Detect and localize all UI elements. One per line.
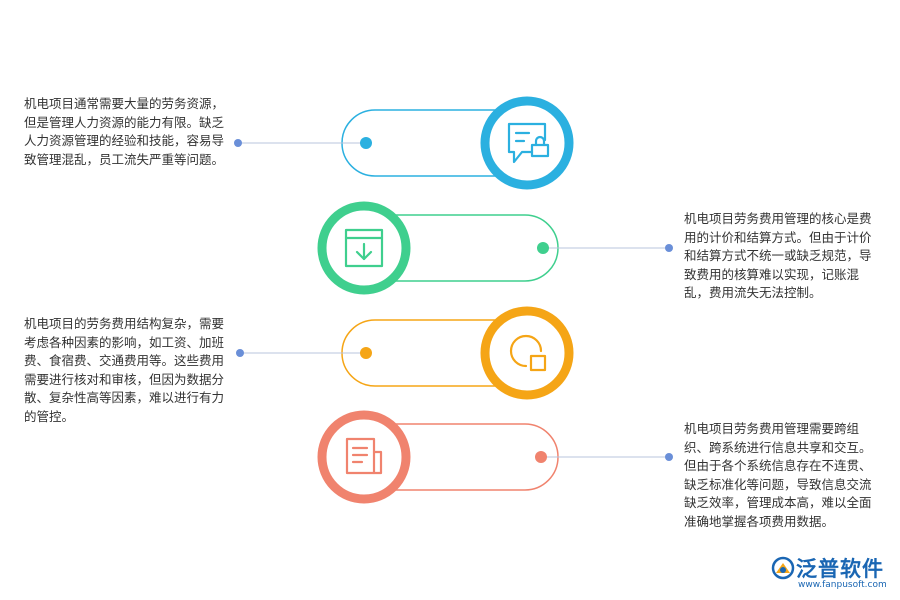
item-3-node-dot	[360, 347, 372, 359]
pie-chart-icon	[509, 334, 547, 372]
item-3-ring	[480, 306, 574, 400]
item-1-ring	[480, 96, 574, 190]
brand-logo-icon	[771, 556, 795, 580]
item-1	[234, 96, 574, 190]
item-3	[236, 306, 574, 400]
item-4-description: 机电项目劳务费用管理需要跨组织、跨系统进行信息共享和交互。但由于各个系统信息存在…	[684, 421, 872, 529]
document-icon	[345, 437, 383, 475]
item-1-endpoint-dot	[234, 139, 242, 147]
item-2	[317, 201, 673, 295]
item-4-ring	[317, 410, 411, 504]
download-box-icon	[344, 228, 384, 268]
item-4-node-dot	[535, 451, 547, 463]
item-2-description: 机电项目劳务费用管理的核心是费用的计价和结算方式。但由于计价和结算方式不统一或缺…	[684, 211, 872, 300]
brand-name: 泛普软件	[796, 557, 884, 581]
brand-watermark: 泛普软件 www.fanpusoft.com	[770, 553, 895, 595]
chat-lock-icon	[507, 122, 550, 164]
item-4-endpoint-dot	[665, 453, 673, 461]
brand-url: www.fanpusoft.com	[798, 580, 887, 590]
item-4	[317, 410, 673, 504]
item-3-endpoint-dot	[236, 349, 244, 357]
item-2-node-dot	[537, 242, 549, 254]
item-3-description: 机电项目的劳务费用结构复杂，需要考虑各种因素的影响，如工资、加班费、食宿费、交通…	[24, 316, 225, 424]
item-1-node-dot	[360, 137, 372, 149]
item-1-description: 机电项目通常需要大量的劳务资源，但是管理人力资源的能力有限。缺乏人力资源管理的经…	[24, 96, 225, 167]
item-2-endpoint-dot	[665, 244, 673, 252]
